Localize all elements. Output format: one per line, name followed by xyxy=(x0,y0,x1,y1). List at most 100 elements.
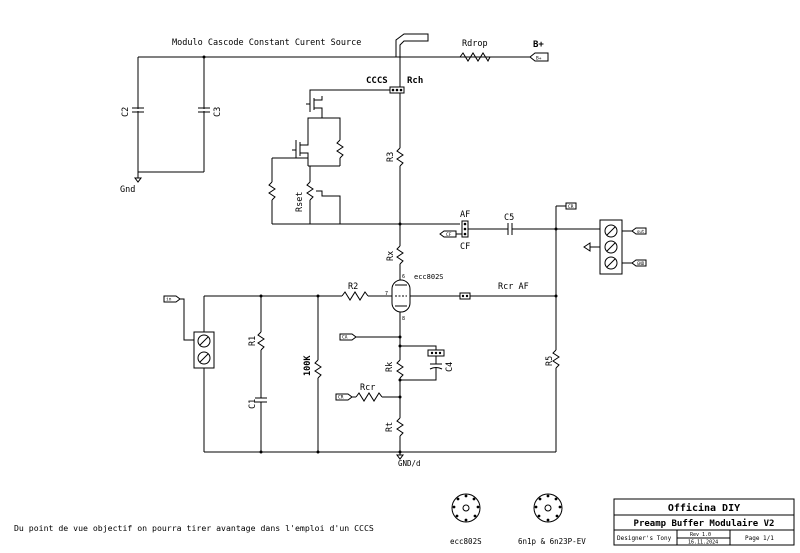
tag-in xyxy=(163,295,181,303)
socket-right-label: 6n1p & 6n23P-EV xyxy=(518,537,586,546)
ground-symbol-left xyxy=(134,172,142,183)
resistor-rx xyxy=(396,245,404,265)
label-c2: C2 xyxy=(121,107,131,117)
label-cf: CF xyxy=(460,242,470,252)
tag-cr-lower xyxy=(335,393,353,401)
socket-right-pin xyxy=(534,505,538,509)
pin-rcraf-1 xyxy=(461,294,465,298)
label-rdrop: Rdrop xyxy=(462,39,488,49)
connector-rcr-af xyxy=(459,292,471,300)
tag-cr-text: CR xyxy=(568,204,574,210)
label-af: AF xyxy=(460,210,470,220)
label-pin7: 7 xyxy=(385,291,388,297)
socket-right-center xyxy=(544,504,552,512)
label-rch: Rch xyxy=(407,76,423,86)
tag-cr-lower-text: CR xyxy=(338,395,344,401)
label-r1: R1 xyxy=(248,336,258,346)
label-r3: R3 xyxy=(386,152,396,162)
tag-cr xyxy=(556,202,577,210)
titleblock-company: Officina DIY xyxy=(668,502,740,514)
cap-c4-plate-b xyxy=(429,367,443,370)
socket-left-pin xyxy=(456,497,460,501)
resistor-rt xyxy=(396,417,404,437)
label-rk: Rk xyxy=(385,362,395,372)
socket-left-ring xyxy=(451,493,481,523)
junction-bottom-c1 xyxy=(259,450,263,454)
wire-in-tag xyxy=(180,298,194,341)
terminal-in-screw-1 xyxy=(197,334,211,348)
wire-q1-branch xyxy=(322,117,341,140)
pin-af-1 xyxy=(463,222,467,226)
titleblock-designer: Designer's Tony xyxy=(617,535,672,542)
tag-bplus xyxy=(529,52,549,62)
header-flag xyxy=(395,33,429,57)
socket-left-pin xyxy=(464,518,468,522)
resistor-r2 xyxy=(341,291,369,301)
label-pin8: 8 xyxy=(402,316,405,322)
wire-c4-top xyxy=(400,345,437,350)
label-c4: C4 xyxy=(445,362,455,372)
junction-c4-bottom xyxy=(398,378,402,382)
pin-cccs-2 xyxy=(395,88,399,92)
ground-symbol-out xyxy=(583,242,600,252)
socket-right-pin xyxy=(537,514,541,518)
titleblock-date: 16.11.2024 xyxy=(688,540,718,546)
tag-ca-text: CA xyxy=(342,335,348,341)
label-gnd-d: GND/d xyxy=(398,459,421,468)
tag-ca xyxy=(339,333,357,341)
label-c1: C1 xyxy=(248,399,258,409)
tag-bplus-text: B+ xyxy=(536,56,542,62)
pin-af-2 xyxy=(463,227,467,231)
socket-left-pin xyxy=(472,497,476,501)
header-title: Modulo Cascode Constant Curent Source xyxy=(172,38,361,48)
socket-right-pin xyxy=(538,497,542,501)
junction-bottom-rt xyxy=(398,450,402,454)
socket-left-pin xyxy=(452,505,456,509)
wire-cccs-to-q1 xyxy=(309,89,390,96)
label-c5: C5 xyxy=(504,213,514,223)
label-rset: Rset xyxy=(295,192,305,212)
resistor-r1 xyxy=(257,331,265,351)
resistor-rdrop xyxy=(459,52,491,63)
pin-c4-2 xyxy=(434,351,438,355)
label-100k: 100K xyxy=(303,355,313,376)
socket-left-pin xyxy=(464,494,468,498)
label-r2: R2 xyxy=(348,282,358,292)
junction-ca xyxy=(398,335,402,339)
cap-c2-gap xyxy=(136,109,140,111)
titleblock-frame xyxy=(613,498,795,546)
mosfet-q1 xyxy=(306,96,323,118)
terminal-screw-1 xyxy=(604,224,618,238)
resistor-r3 xyxy=(396,147,404,167)
junction-c3-top xyxy=(202,55,206,59)
ground-symbol-bottom xyxy=(396,454,404,460)
label-rcr: Rcr xyxy=(360,383,375,393)
socket-ecc802s xyxy=(451,493,481,523)
pin-cccs-1 xyxy=(391,88,395,92)
wire-c4-bottom xyxy=(400,368,437,381)
socket-left-pin xyxy=(473,514,477,518)
terminal-block-in xyxy=(193,331,215,369)
resistor-q1 xyxy=(336,139,344,159)
mosfet-q2 xyxy=(292,117,322,166)
resistor-100k xyxy=(314,359,322,379)
terminal-slot-2 xyxy=(606,242,616,252)
junction-100k-top xyxy=(316,294,320,298)
tag-out-3-text: GND xyxy=(637,261,645,266)
wire-rset-wiper xyxy=(316,190,341,224)
label-bplus: B+ xyxy=(533,40,544,50)
socket-left-center xyxy=(462,504,470,512)
socket-right-ring xyxy=(533,493,563,523)
label-tube: ecc802S xyxy=(414,273,444,281)
label-cccs: CCCS xyxy=(366,76,388,86)
socket-right-pin xyxy=(546,494,550,498)
resistor-rk xyxy=(396,359,404,379)
junction-rcr xyxy=(398,395,402,399)
socket-right-pin xyxy=(554,497,558,501)
resistor-rset xyxy=(306,181,314,201)
junction-c4 xyxy=(398,344,402,348)
resistor-r5 xyxy=(552,349,560,369)
tag-cf-text: CF xyxy=(446,232,452,238)
footer-note: Du point de vue objectif on pourra tirer… xyxy=(14,523,374,533)
titleblock-title: Preamp Buffer Modulaire V2 xyxy=(634,518,775,529)
